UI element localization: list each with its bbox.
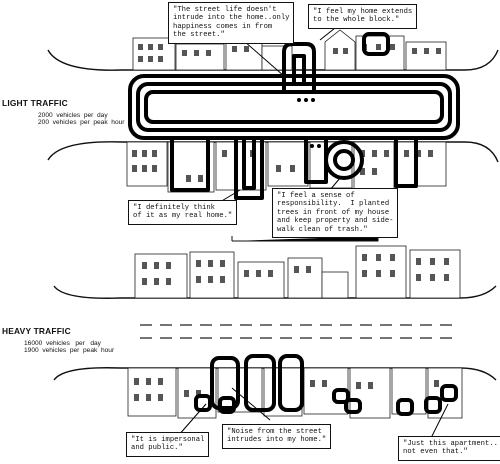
quote-real-home: "I definitely think of it as my real hom… bbox=[128, 200, 238, 225]
light-traffic-interaction-loops bbox=[128, 32, 460, 200]
light-top-windows bbox=[138, 44, 441, 62]
quote-whole-block: "I feel my home extends to the whole blo… bbox=[308, 4, 418, 29]
heavy-traffic-interaction-loops bbox=[194, 354, 458, 416]
light-traffic-per-peak-hour: 200 vehicles per peak hour bbox=[38, 119, 125, 126]
heavy-bottom-windows bbox=[134, 378, 439, 401]
quote-noise: "Noise from the street intrudes into my … bbox=[222, 424, 332, 449]
quote-impersonal: "It is impersonal and public." bbox=[126, 432, 210, 457]
light-traffic-per-day: 2000 vehicles per day bbox=[38, 112, 108, 119]
quote-just-apartment: "Just this apartment.. not even that." bbox=[398, 436, 500, 461]
light-loop-dots bbox=[297, 98, 321, 148]
quote-street-life: "The street life doesn't intrude into th… bbox=[168, 2, 295, 44]
light-traffic-heading: LIGHT TRAFFIC bbox=[2, 98, 68, 108]
heavy-lane-markings bbox=[140, 324, 460, 339]
heavy-traffic-per-day: 16000 vehicles per day bbox=[24, 340, 101, 347]
heavy-traffic-per-peak-hour: 1900 vehicles per peak hour bbox=[24, 347, 115, 354]
heavy-traffic-heading: HEAVY TRAFFIC bbox=[2, 326, 71, 336]
heavy-top-windows bbox=[142, 254, 449, 285]
quote-responsibility: "I feel a sense of responsibility. I pla… bbox=[272, 188, 399, 239]
